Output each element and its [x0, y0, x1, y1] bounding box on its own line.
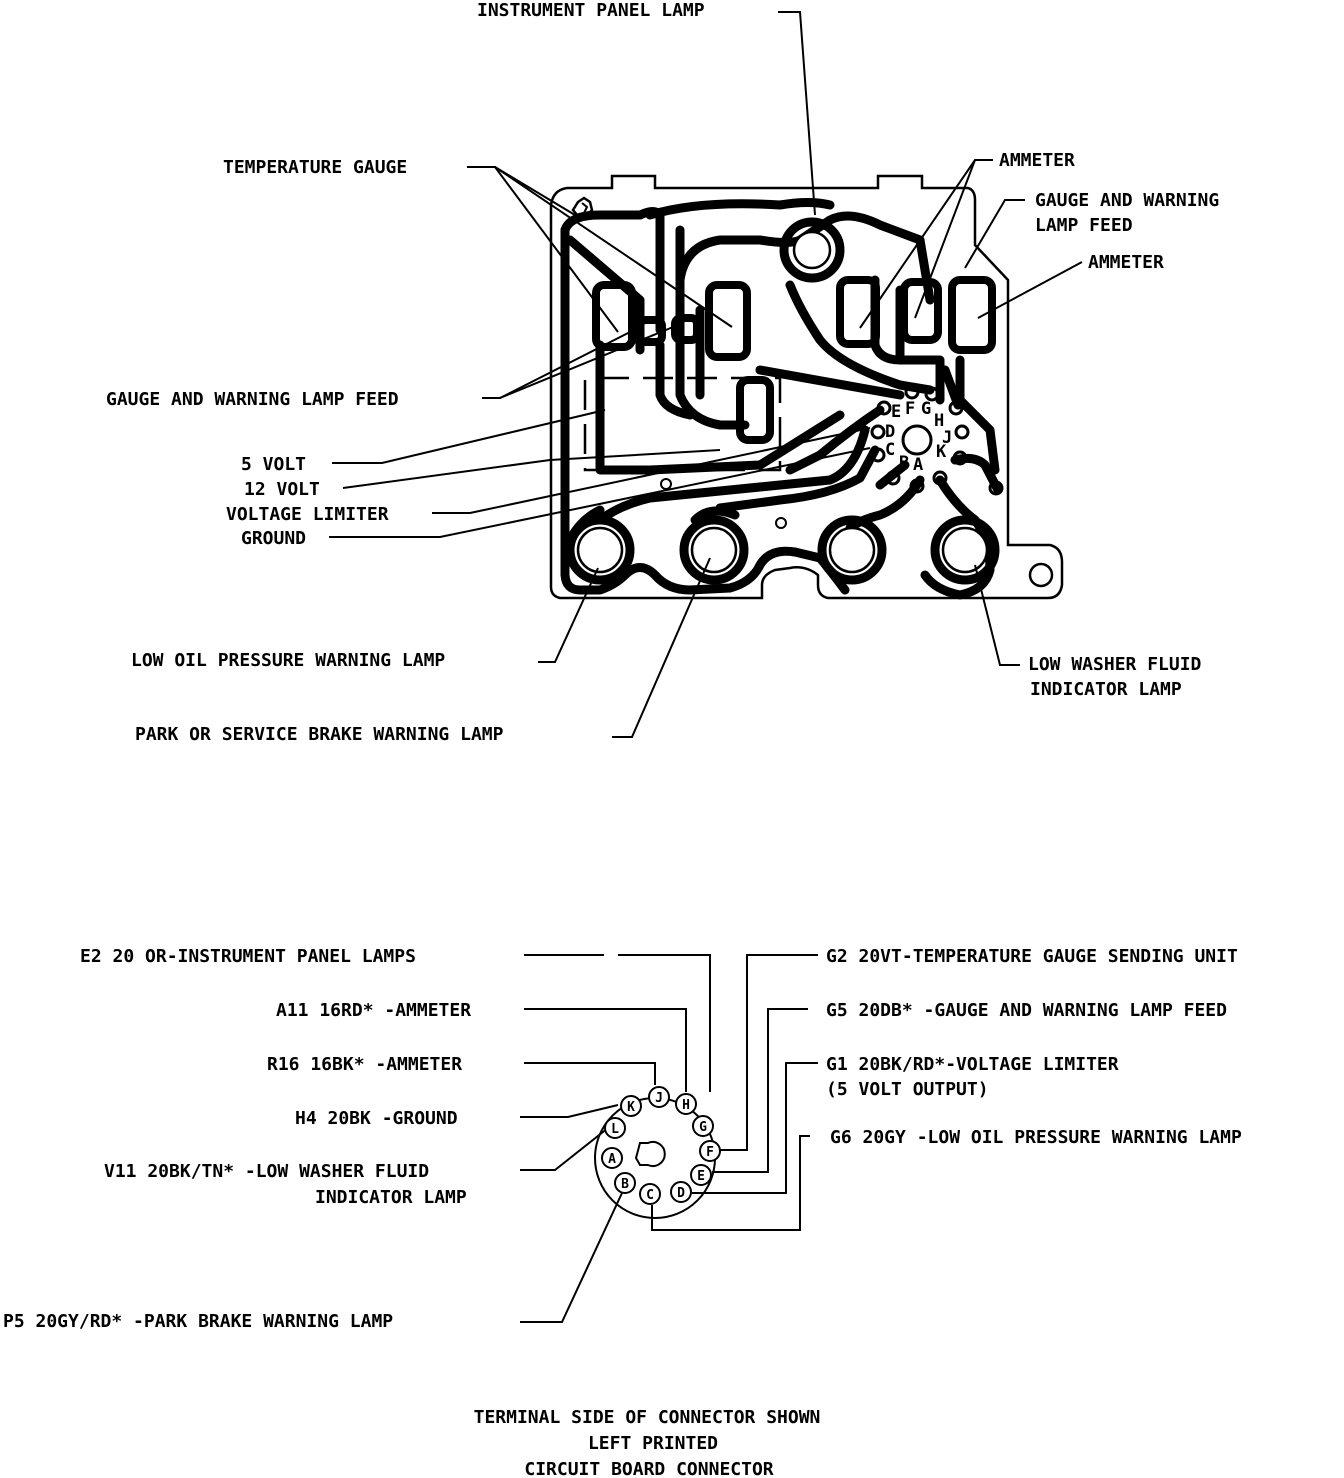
board-outline: [549, 174, 1064, 600]
label-g5: G5 20DB* -GAUGE AND WARNING LAMP FEED: [826, 1000, 1227, 1021]
caption-line-2: LEFT PRINTED: [588, 1433, 718, 1454]
label-e2: E2 20 OR-INSTRUMENT PANEL LAMPS: [80, 946, 416, 967]
label-g6: G6 20GY -LOW OIL PRESSURE WARNING LAMP: [830, 1127, 1242, 1148]
board-pin-label: C: [885, 440, 895, 460]
label-p5: P5 20GY/RD* -PARK BRAKE WARNING LAMP: [3, 1311, 393, 1332]
pin-letter: C: [646, 1188, 654, 1203]
connector-key: [634, 1141, 666, 1167]
label-low-washer-2: INDICATOR LAMP: [1030, 679, 1182, 700]
pin-f: [699, 1140, 721, 1162]
pin-d: [670, 1181, 692, 1203]
label-ammeter-right: AMMETER: [1088, 252, 1164, 273]
board-pin-label: J: [942, 428, 952, 448]
component-outline: [583, 376, 782, 472]
circuit-board: [549, 174, 1064, 600]
pin-letter: F: [706, 1145, 714, 1160]
board-pin-label: A: [913, 455, 923, 475]
pin-letter: K: [627, 1100, 635, 1115]
pin-b: [614, 1172, 636, 1194]
board-pin-label: H: [934, 411, 944, 431]
pin-l: [604, 1117, 626, 1139]
board-connector-pads: [870, 384, 1004, 496]
pin-k: [620, 1095, 642, 1117]
board-pin-label: E: [891, 402, 901, 422]
board-leader-lines: [329, 11, 1083, 738]
connector-leader-lines: [520, 954, 818, 1323]
label-g2: G2 20VT-TEMPERATURE GAUGE SENDING UNIT: [826, 946, 1238, 967]
pin-c: [639, 1183, 661, 1205]
label-low-washer: LOW WASHER FLUID: [1028, 654, 1202, 675]
board-pin-label: G: [921, 399, 931, 419]
board-pin-label: F: [905, 399, 915, 419]
label-gauge-feed-left: GAUGE AND WARNING LAMP FEED: [106, 389, 399, 410]
pin-letter: J: [655, 1091, 663, 1106]
label-ground: GROUND: [241, 528, 306, 549]
board-pin-label: K: [936, 442, 947, 462]
label-r16: R16 16BK* -AMMETER: [267, 1054, 462, 1075]
label-g1: G1 20BK/RD*-VOLTAGE LIMITER: [826, 1054, 1119, 1075]
board-hole: [660, 478, 672, 490]
pin-letter: A: [608, 1152, 616, 1167]
caption-line-1: TERMINAL SIDE OF CONNECTOR SHOWN: [474, 1407, 821, 1428]
board-pin-label: B: [899, 453, 909, 473]
label-v11-2: INDICATOR LAMP: [315, 1187, 467, 1208]
pin-letter: G: [699, 1120, 707, 1135]
board-pin-label: D: [885, 422, 895, 442]
label-gauge-feed-right-2: LAMP FEED: [1035, 215, 1133, 236]
connector-pins: [601, 1086, 721, 1205]
connector-pin-letters: K J H G F E D C B A L: [608, 1091, 714, 1203]
label-instrument-panel-lamp: INSTRUMENT PANEL LAMP: [477, 0, 705, 21]
label-g1-2: (5 VOLT OUTPUT): [826, 1079, 989, 1100]
caption-line-3: CIRCUIT BOARD CONNECTOR: [524, 1459, 773, 1478]
pin-a: [601, 1147, 623, 1169]
pin-letter: L: [611, 1122, 619, 1137]
caption: TERMINAL SIDE OF CONNECTOR SHOWN LEFT PR…: [474, 1407, 821, 1478]
label-a11: A11 16RD* -AMMETER: [276, 1000, 471, 1021]
label-temperature-gauge: TEMPERATURE GAUGE: [223, 157, 407, 178]
pin-letter: H: [682, 1098, 690, 1113]
pin-letter: D: [677, 1186, 685, 1201]
label-voltage-limiter: VOLTAGE LIMITER: [226, 504, 389, 525]
label-ammeter-top: AMMETER: [999, 150, 1075, 171]
label-5-volt: 5 VOLT: [241, 454, 306, 475]
label-12-volt: 12 VOLT: [244, 479, 320, 500]
pin-e: [690, 1164, 712, 1186]
mounting-hole: [1028, 562, 1054, 588]
label-gauge-feed-right: GAUGE AND WARNING: [1035, 190, 1219, 211]
label-low-oil: LOW OIL PRESSURE WARNING LAMP: [131, 650, 445, 671]
pin-j: [648, 1086, 670, 1108]
lamp-sockets: [565, 217, 1000, 585]
label-h4: H4 20BK -GROUND: [295, 1108, 458, 1129]
pin-letter: E: [697, 1169, 705, 1184]
label-v11: V11 20BK/TN* -LOW WASHER FLUID: [104, 1161, 429, 1182]
pin-g: [692, 1115, 714, 1137]
pin-h: [675, 1093, 697, 1115]
pin-letter: B: [621, 1177, 629, 1192]
board-hole: [775, 517, 787, 529]
board-pin-letters: E F G H D C B A J K: [885, 399, 952, 475]
label-park-brake: PARK OR SERVICE BRAKE WARNING LAMP: [135, 724, 504, 745]
